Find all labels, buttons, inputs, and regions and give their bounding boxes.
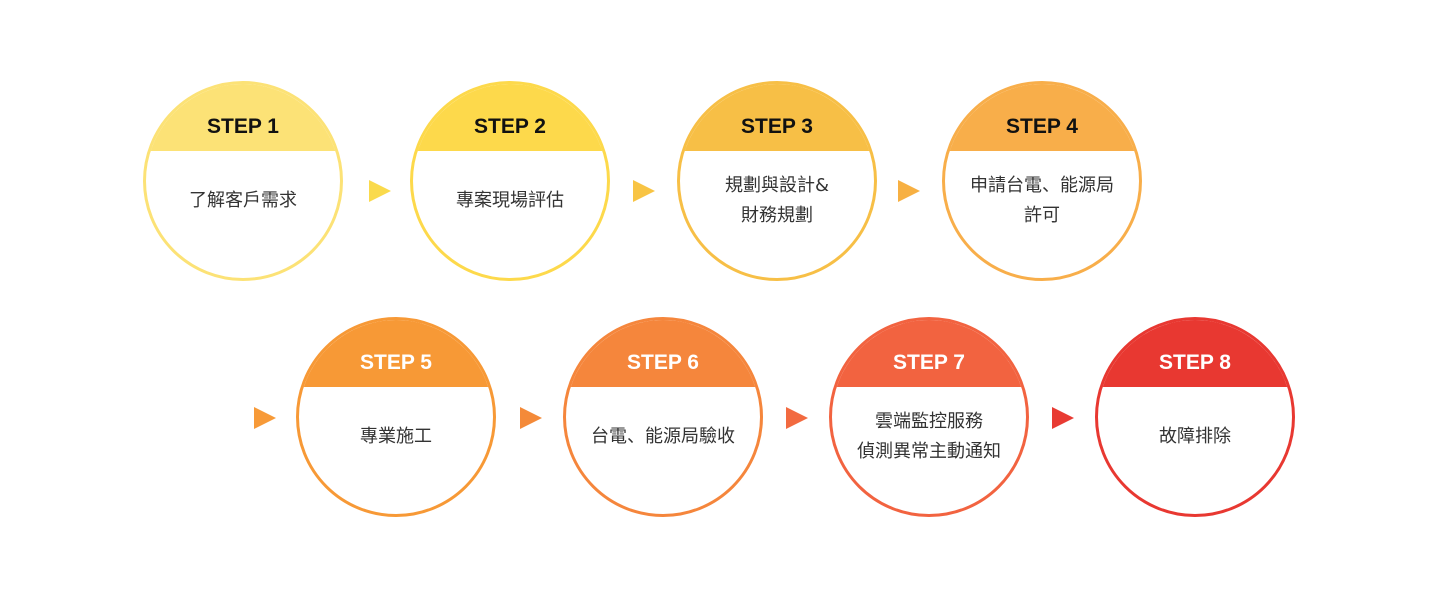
step-8-text-line-1: 故障排除 <box>1159 425 1231 447</box>
step-6: STEP 6 台電、能源局驗收 <box>563 317 763 517</box>
step-4-label: STEP 4 <box>945 84 1139 151</box>
step-8-text: 故障排除 <box>1098 387 1292 486</box>
step-1-label: STEP 1 <box>146 84 340 151</box>
step-5: STEP 5 專業施工 <box>296 317 496 517</box>
step-7: STEP 7 雲端監控服務 偵測異常主動通知 <box>829 317 1029 517</box>
step-3-text: 規劃與設計& 財務規劃 <box>680 151 874 250</box>
step-3-label: STEP 3 <box>680 84 874 151</box>
step-1-text: 了解客戶需求 <box>146 151 340 250</box>
arrow-icon <box>254 407 276 429</box>
step-1: STEP 1 了解客戶需求 <box>143 81 343 281</box>
step-7-text-line-1: 雲端監控服務 <box>875 410 983 432</box>
step-2-label: STEP 2 <box>413 84 607 151</box>
arrow-icon <box>786 407 808 429</box>
step-8: STEP 8 故障排除 <box>1095 317 1295 517</box>
step-3: STEP 3 規劃與設計& 財務規劃 <box>677 81 877 281</box>
step-1-text-line-1: 了解客戶需求 <box>189 189 297 211</box>
step-6-text-line-1: 台電、能源局驗收 <box>591 425 735 447</box>
step-6-label: STEP 6 <box>566 320 760 387</box>
step-4: STEP 4 申請台電、能源局 許可 <box>942 81 1142 281</box>
arrow-icon <box>520 407 542 429</box>
step-7-text-line-2: 偵測異常主動通知 <box>857 440 1001 462</box>
step-4-text-line-1: 申請台電、能源局 <box>970 174 1114 196</box>
step-5-text: 專業施工 <box>299 387 493 486</box>
step-4-text: 申請台電、能源局 許可 <box>945 151 1139 250</box>
step-6-text: 台電、能源局驗收 <box>566 387 760 486</box>
step-3-text-line-1: 規劃與設計& <box>724 174 830 196</box>
step-3-text-line-2: 財務規劃 <box>741 204 813 226</box>
arrow-icon <box>633 180 655 202</box>
step-7-label: STEP 7 <box>832 320 1026 387</box>
step-5-text-line-1: 專業施工 <box>360 425 432 447</box>
step-5-label: STEP 5 <box>299 320 493 387</box>
arrow-icon <box>898 180 920 202</box>
step-2-text-line-1: 專案現場評估 <box>456 189 564 211</box>
arrow-icon <box>369 180 391 202</box>
step-7-text: 雲端監控服務 偵測異常主動通知 <box>832 387 1026 486</box>
arrow-icon <box>1052 407 1074 429</box>
step-8-label: STEP 8 <box>1098 320 1292 387</box>
step-2-text: 專案現場評估 <box>413 151 607 250</box>
step-2: STEP 2 專案現場評估 <box>410 81 610 281</box>
step-4-text-line-2: 許可 <box>1024 204 1060 226</box>
